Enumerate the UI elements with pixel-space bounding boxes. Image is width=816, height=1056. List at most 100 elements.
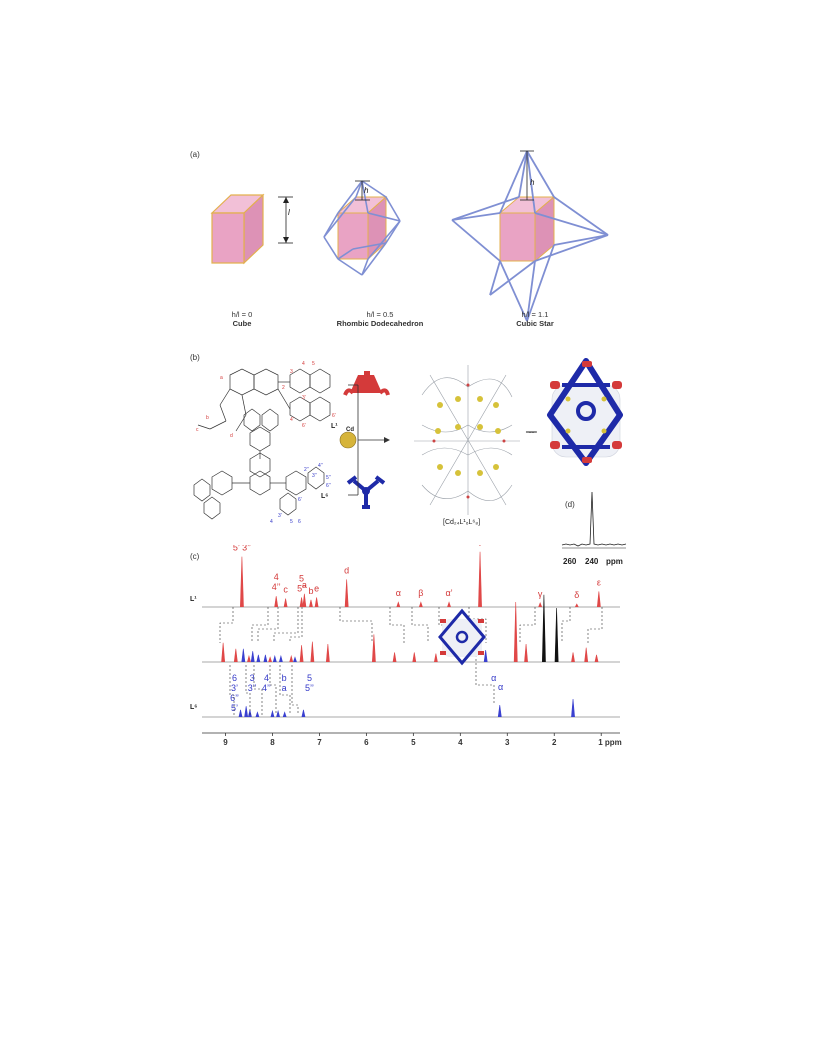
edge-length-label: l — [288, 208, 290, 217]
nmr-peak — [299, 597, 304, 608]
nmr-peak — [310, 641, 315, 663]
nmr-peak — [263, 654, 268, 663]
nmr-peak — [538, 601, 543, 608]
nmr-peak — [274, 596, 279, 608]
panel-d-tick-260: 260 — [563, 557, 577, 566]
spectrum-label-l6: L⁶ — [190, 704, 198, 711]
svg-text:4’’: 4’’ — [318, 463, 323, 469]
nmr-tick-label: 3 — [505, 738, 510, 747]
nmr-peak — [513, 601, 518, 663]
nmr-peak — [574, 603, 579, 608]
nmr-peak — [283, 598, 288, 608]
nmr-peak — [554, 607, 559, 663]
svg-text:d: d — [230, 433, 233, 439]
nmr-peak — [268, 656, 272, 663]
complex-formula: [Cd₂₄L¹₆L⁶₈] — [443, 519, 481, 526]
nmr-peak — [301, 709, 306, 718]
correlation-lines — [219, 607, 603, 715]
cubic-star-figure — [451, 150, 609, 322]
nmr-peak-label: 3’ 35’ 3’’ — [233, 545, 251, 553]
star-caption: h/l = 1.1 Cubic Star — [495, 310, 575, 328]
nmr-tick-label: 6 — [364, 738, 369, 747]
nmr-peak — [542, 594, 546, 663]
nmr-peak — [392, 652, 397, 663]
panel-c-label: (c) — [190, 552, 200, 561]
nmr-tick-label: 5 — [411, 738, 416, 747]
nmr-peak — [371, 634, 376, 663]
svg-text:5: 5 — [312, 361, 315, 367]
svg-text:6’: 6’ — [332, 413, 336, 419]
rhombic-ratio: h/l = 0.5 — [366, 310, 394, 319]
ligand-l6-structure — [193, 408, 325, 520]
nmr-peak-label: e — [314, 583, 319, 593]
nmr-peak — [233, 648, 238, 663]
svg-text:5: 5 — [290, 519, 293, 525]
cube-figure — [210, 193, 293, 265]
nmr-tick-label: 8 — [270, 738, 275, 747]
nmr-peak-label: ε — [597, 577, 601, 587]
nmr-peak — [302, 593, 307, 608]
ligand-l1-structure — [197, 368, 331, 432]
svg-text:3’: 3’ — [302, 395, 306, 401]
nmr-peak — [433, 653, 438, 663]
cadmium-ion-icon — [339, 431, 357, 449]
star-ratio: h/l = 1.1 — [521, 310, 549, 319]
svg-text:3’’: 3’’ — [312, 473, 317, 479]
nmr-peak-label: f — [479, 545, 482, 548]
nmr-peak — [238, 709, 243, 718]
ligand-l1-cartoon — [343, 371, 390, 396]
nmr-peak — [478, 551, 482, 608]
rhombic-dodecahedron-figure — [323, 180, 401, 276]
nmr-traces — [202, 551, 620, 718]
panel-d-tick-240: 240 — [585, 557, 599, 566]
nmr-peak — [309, 599, 313, 608]
svg-text:2’’: 2’’ — [304, 467, 309, 473]
nmr-tick-label: 4 — [458, 738, 463, 747]
nmr-peak — [276, 709, 280, 718]
svg-text:6’: 6’ — [298, 497, 302, 503]
nmr-peak — [272, 654, 277, 663]
nmr-peak — [289, 654, 294, 663]
nmr-peak — [596, 591, 601, 608]
svg-text:3: 3 — [290, 369, 293, 375]
nmr-peak — [299, 645, 304, 663]
rhombic-name: Rhombic Dodecahedron — [336, 319, 424, 328]
nmr-peak — [293, 656, 297, 663]
svg-text:a: a — [220, 375, 223, 381]
nmr-peak-label: α — [396, 588, 401, 598]
panel-a-label: (a) — [190, 150, 200, 159]
nmr-peak — [256, 654, 261, 663]
panel-a-polyhedra — [210, 150, 609, 322]
nmr-peak — [314, 597, 319, 608]
ligand-l1-label: L¹ — [331, 423, 338, 430]
nmr-tick-label: 7 — [317, 738, 322, 747]
cube-name: Cube — [232, 319, 252, 328]
svg-text:c: c — [196, 427, 199, 433]
nmr-peak — [240, 556, 244, 608]
nmr-peak-label: α — [491, 673, 496, 683]
cube-caption: h/l = 0 Cube — [212, 310, 272, 328]
svg-text:4’: 4’ — [290, 417, 294, 423]
height-label-star: h — [530, 178, 535, 187]
panel-d-cd-nmr — [561, 491, 627, 549]
nmr-peak — [594, 654, 599, 663]
nmr-peak — [571, 652, 575, 663]
nmr-peak — [396, 601, 401, 608]
nmr-inset-cage-icon — [438, 608, 486, 666]
svg-text:5’’: 5’’ — [326, 475, 331, 481]
nmr-peak — [247, 654, 251, 663]
nmr-peak — [497, 704, 502, 718]
nmr-peak — [418, 601, 423, 608]
nmr-peak — [584, 647, 589, 663]
panel-d-unit: ppm — [606, 557, 623, 566]
cube-ratio: h/l = 0 — [231, 310, 253, 319]
ligand-l6-label: L⁶ — [321, 493, 329, 500]
nmr-peak — [325, 643, 330, 663]
nmr-peak — [447, 601, 451, 608]
rhombic-caption: h/l = 0.5 Rhombic Dodecahedron — [315, 310, 445, 328]
nmr-peak — [221, 642, 226, 663]
metal-label: Cd — [346, 427, 354, 433]
